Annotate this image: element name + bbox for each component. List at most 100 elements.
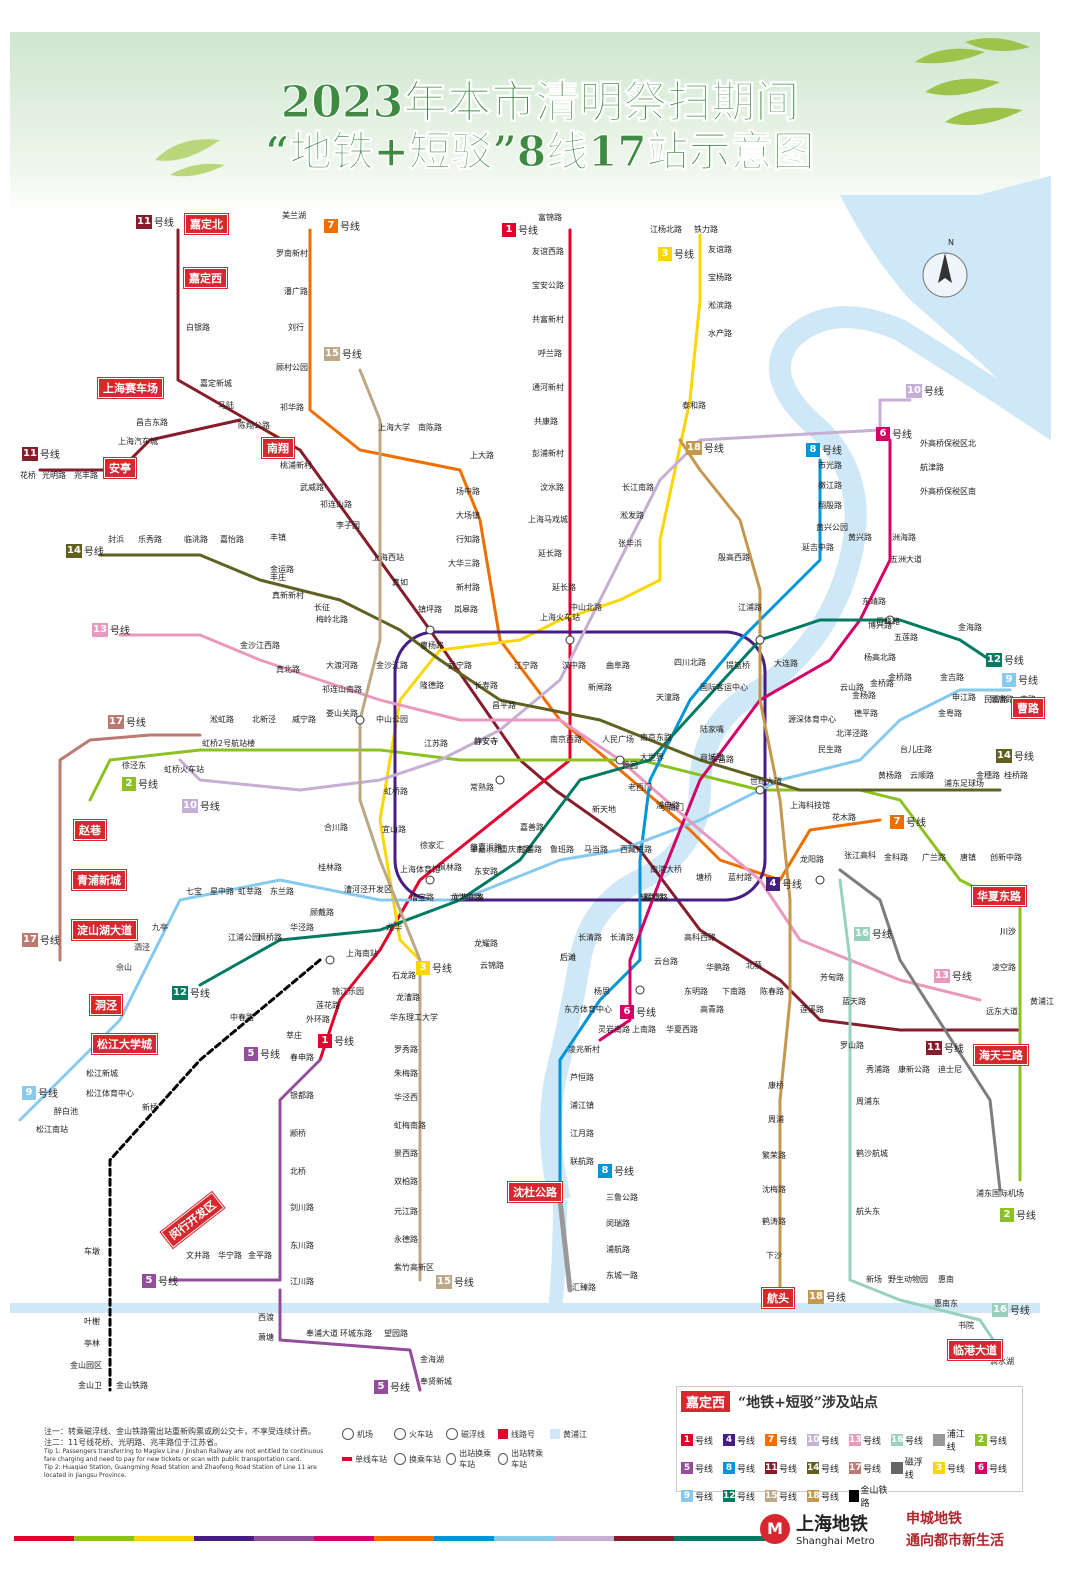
station-label-wuzhou[interactable]: 五洲大道 — [890, 554, 922, 564]
station-label-jiangchuan[interactable]: 江川路 — [290, 1276, 314, 1286]
station-label-jinke[interactable]: 金科路 — [884, 852, 908, 862]
station-label-shanghainan[interactable]: 上海南站 — [346, 948, 378, 958]
station-label-hulan[interactable]: 呼兰路 — [538, 348, 562, 358]
station-label-leyuan[interactable]: 乐秀路 — [138, 534, 162, 544]
station-label-zhumei[interactable]: 朱梅路 — [394, 1068, 418, 1078]
station-label-chedun[interactable]: 车墩 — [84, 1246, 100, 1256]
station-label-caohejing[interactable]: 漕河泾开发区 — [344, 884, 392, 894]
station-label-lingyan[interactable]: 凌兆新村 — [568, 1044, 600, 1054]
station-label-jiashan[interactable]: 嘉善路 — [520, 822, 544, 832]
station-label-shuangbai[interactable]: 双柏路 — [394, 1176, 418, 1186]
station-label-shiguang[interactable]: 市光路 — [818, 460, 842, 470]
station-label-xidu[interactable]: 西渡 — [258, 1312, 274, 1322]
station-label-songjiangtiyu[interactable]: 松江体育中心 — [86, 1088, 134, 1098]
station-label-caobao[interactable]: 漕宝路 — [410, 892, 434, 902]
station-label-zhenxin[interactable]: 真新新村 — [272, 590, 304, 600]
station-label-guangming[interactable]: 光明路 — [42, 470, 66, 480]
station-label-waigaoqiao[interactable]: 外高桥保税区南 — [920, 486, 976, 496]
station-label-gaoqing[interactable]: 高青路 — [700, 1004, 724, 1014]
station-label-taierzhuang[interactable]: 台儿庄路 — [900, 744, 932, 754]
station-label-changjiangnan[interactable]: 长江南路 — [622, 482, 654, 492]
station-label-xiaonanmen[interactable]: 小南门 — [660, 802, 684, 812]
station-label-houtan2[interactable]: 后滩 — [560, 952, 576, 962]
station-label-meilin[interactable]: 梅岭北路 — [316, 614, 348, 624]
highlight-station-dongjing[interactable]: 洞泾 — [89, 994, 123, 1016]
station-label-tieli[interactable]: 铁力路 — [694, 224, 718, 234]
station-label-shanghaihuo[interactable]: 上海火车站 — [540, 612, 580, 622]
station-label-jinhaihu[interactable]: 金海路 — [958, 622, 982, 632]
station-label-zhaofeng[interactable]: 兆丰路 — [74, 470, 98, 480]
station-label-houtan[interactable]: 后滩 — [560, 952, 576, 962]
station-label-liuhang[interactable]: 刘行 — [288, 322, 304, 332]
station-label-luonan[interactable]: 罗南新村 — [276, 248, 308, 258]
station-label-puhang[interactable]: 浦航路 — [606, 1244, 630, 1254]
station-label-luban[interactable]: 鲁班路 — [550, 844, 574, 854]
station-label-sanlu[interactable]: 三鲁公路 — [606, 1192, 638, 1202]
station-label-madang[interactable]: 马当路 — [584, 844, 608, 854]
station-label-jinhuangdi[interactable]: 黄杨路 — [878, 770, 902, 780]
station-label-wenshui[interactable]: 汶水路 — [540, 482, 564, 492]
station-label-xiananan[interactable]: 下南路 — [722, 986, 746, 996]
station-label-shangda[interactable]: 上大路 — [470, 450, 494, 460]
station-label-yunjin[interactable]: 云锦路 — [480, 960, 504, 970]
station-label-xiuchang[interactable]: 泰和路 — [682, 400, 706, 410]
station-label-jinshajiang[interactable]: 金沙江路 — [376, 660, 408, 670]
station-label-fenglin[interactable]: 枫林路 — [438, 862, 462, 872]
station-label-baiyin[interactable]: 白银路 — [186, 322, 210, 332]
station-label-jinshajiangxi[interactable]: 金沙江西路 — [240, 640, 280, 650]
station-label-lingyanlu[interactable]: 灵岩南路 — [598, 1024, 630, 1034]
station-label-tiantong[interactable]: 天潼路 — [656, 692, 680, 702]
station-label-yunshun[interactable]: 云顺路 — [910, 770, 934, 780]
station-label-fengsheng[interactable]: 封浜 — [108, 534, 124, 544]
station-label-xingzhi[interactable]: 行知路 — [456, 534, 480, 544]
station-label-youyixi[interactable]: 友谊西路 — [532, 246, 564, 256]
station-label-guojike[interactable]: 国际客运中心 — [700, 682, 748, 692]
station-label-loushanguan[interactable]: 娄山关路 — [326, 708, 358, 718]
station-label-shanghaidaxue[interactable]: 上海大学 — [378, 422, 410, 432]
station-label-zhenru[interactable]: 真如 — [392, 577, 408, 587]
station-label-weining[interactable]: 威宁路 — [292, 714, 316, 724]
station-label-qibao[interactable]: 七宝 — [186, 886, 202, 896]
highlight-station-shanghaisaichechang[interactable]: 上海赛车场 — [97, 377, 164, 399]
station-label-lancun[interactable]: 蓝村路 — [728, 872, 752, 882]
station-label-fangdian[interactable]: 芳甸路 — [820, 972, 844, 982]
station-label-nanjingdong[interactable]: 南京东路 — [640, 732, 672, 742]
station-label-longcao[interactable]: 龙漕路 — [396, 992, 420, 1002]
station-label-yongde[interactable]: 永德路 — [394, 1234, 418, 1244]
station-label-zhanghua[interactable]: 张华浜 — [618, 538, 642, 548]
station-label-shangnan[interactable]: 上南路 — [632, 1024, 656, 1034]
highlight-station-songjiangdaxuecheng[interactable]: 松江大学城 — [91, 1033, 158, 1055]
station-label-jinyun[interactable]: 金运路 — [270, 564, 294, 574]
station-label-qilianshannan[interactable]: 祁连山南路 — [322, 684, 362, 694]
highlight-station-shendulu[interactable]: 沈杜公路 — [507, 1181, 563, 1203]
station-label-waigaoqiaobei[interactable]: 外高桥保税区北 — [920, 438, 976, 448]
station-label-tilanqiao[interactable]: 提篮桥 — [726, 660, 750, 670]
station-label-hangtoudong[interactable]: 航头东 — [856, 1206, 880, 1216]
station-label-yangsi[interactable]: 杨思 — [594, 986, 610, 996]
station-label-dachang[interactable]: 大场镇 — [456, 510, 480, 520]
station-label-shenmei[interactable]: 沈梅路 — [762, 1184, 786, 1194]
station-label-shijidadao[interactable]: 世纪大道 — [750, 776, 782, 786]
station-label-pujiang[interactable]: 浦江镇 — [570, 1100, 594, 1110]
station-label-sheshan[interactable]: 佘山 — [116, 962, 132, 972]
station-label-minrui[interactable]: 闵瑞路 — [606, 1218, 630, 1228]
station-label-zhongchun[interactable]: 中春路 — [230, 1012, 254, 1022]
station-label-jinhai[interactable]: 金海湖 — [420, 1354, 444, 1364]
station-label-shenjiang[interactable]: 申江路 — [952, 692, 976, 702]
highlight-station-qingpuxincheng[interactable]: 青浦新城 — [71, 869, 127, 891]
station-label-gucun[interactable]: 顾村公园 — [276, 362, 308, 372]
station-label-chongqing[interactable]: 重庆南路 — [500, 844, 532, 854]
station-label-lianyang[interactable]: 蓝天路 — [842, 996, 866, 1006]
station-label-luheng[interactable]: 芦恒路 — [570, 1072, 594, 1082]
station-label-renmin[interactable]: 人民广场 — [602, 734, 634, 744]
station-label-xizang[interactable]: 西藏南路 — [620, 844, 652, 854]
station-label-zuibai[interactable]: 醉白池 — [54, 1106, 78, 1116]
station-label-panguang[interactable]: 潘广路 — [284, 286, 308, 296]
station-label-wenjing[interactable]: 文井路 — [186, 1250, 210, 1260]
station-label-minlei[interactable]: 民雷路 — [984, 694, 1008, 704]
station-label-xinqiao[interactable]: 新桥 — [142, 1102, 158, 1112]
station-label-luoxiu[interactable]: 罗秀路 — [394, 1044, 418, 1054]
station-label-youyi[interactable]: 友谊路 — [708, 244, 732, 254]
station-label-jinqiao[interactable]: 金桥路 — [888, 672, 912, 682]
station-label-jiangpu[interactable]: 江浦路 — [738, 602, 762, 612]
